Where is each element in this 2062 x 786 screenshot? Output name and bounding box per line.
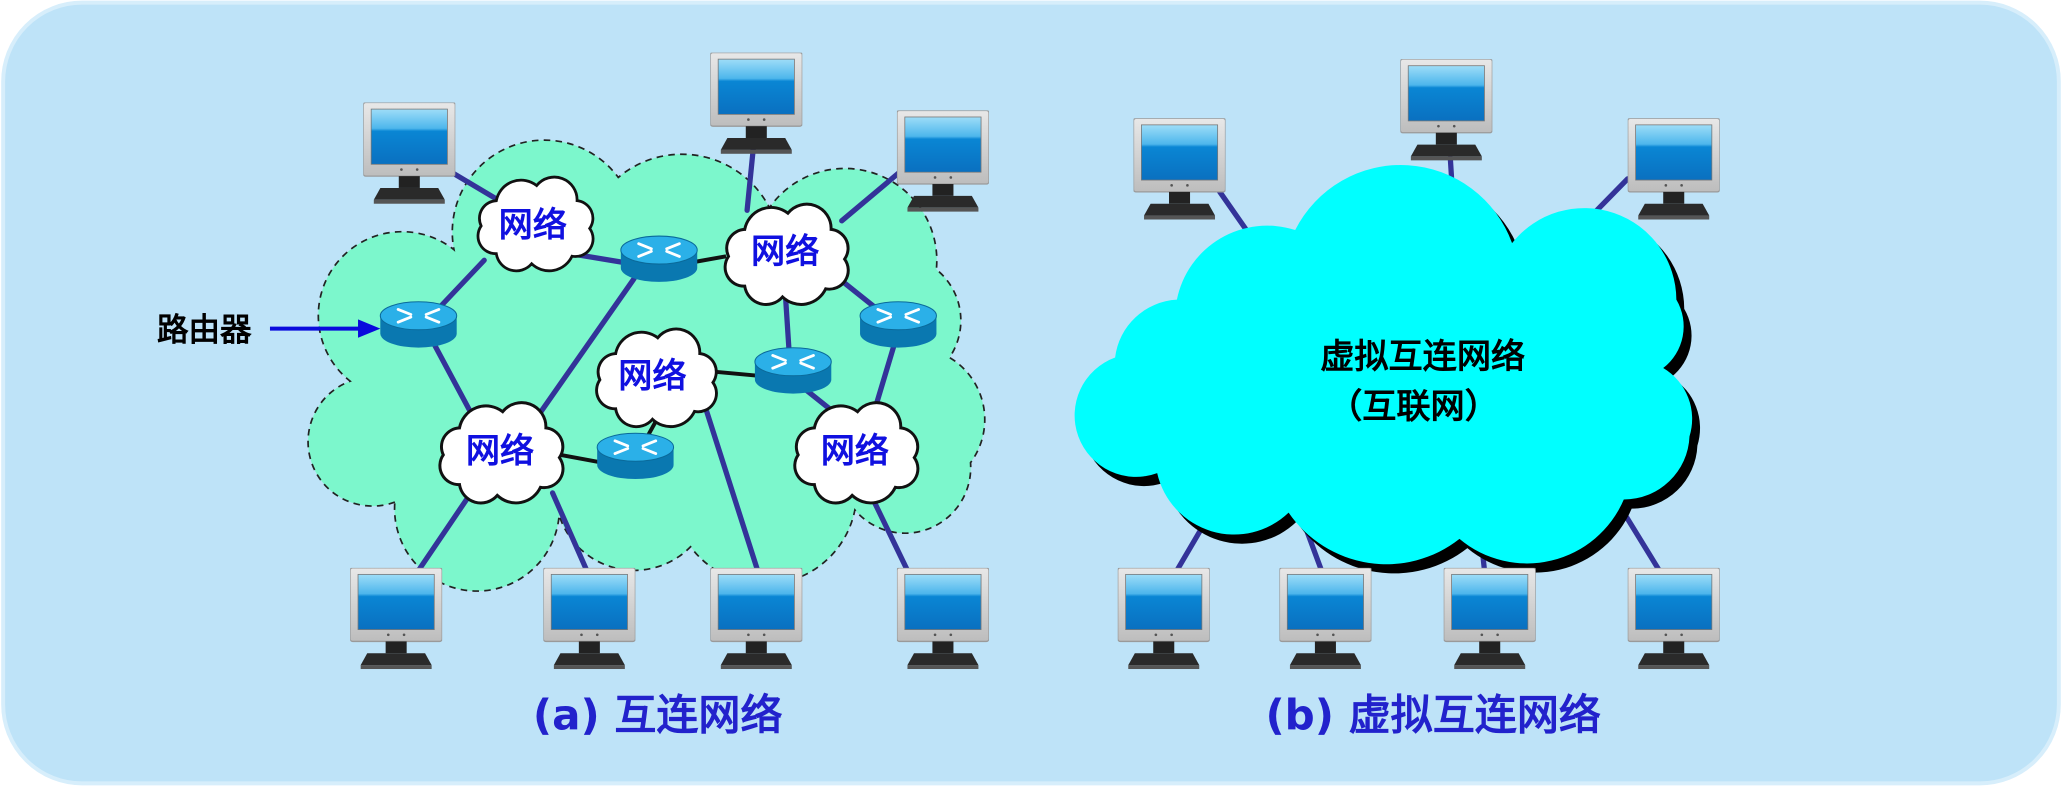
arrow-icon	[269, 319, 381, 338]
caption-a: (a) 互连网络	[533, 690, 783, 739]
router-icon	[858, 300, 938, 350]
virtual-network-diagram: 虚拟互连网络 （互联网） (b) 虚拟互连网络	[1074, 59, 1720, 739]
network-cloud: 网络	[793, 401, 920, 505]
router-label: 路由器	[157, 312, 252, 348]
caption-b: (b) 虚拟互连网络	[1265, 690, 1600, 739]
router-icon	[753, 346, 833, 396]
internet-cloud-title: 虚拟互连网络	[1320, 337, 1525, 377]
router-icon	[595, 431, 676, 481]
network-cloud: 网络	[438, 401, 565, 505]
router-icon	[619, 234, 699, 284]
router-icon	[378, 300, 459, 350]
svg-text:网络: 网络	[618, 357, 686, 397]
internet-cloud: 虚拟互连网络 （互联网）	[1074, 165, 1701, 574]
network-cloud: 网络	[723, 202, 850, 307]
svg-text:网络: 网络	[821, 432, 889, 472]
svg-text:网络: 网络	[499, 206, 567, 246]
internet-cloud-subtitle: （互联网）	[1328, 387, 1499, 427]
svg-text:网络: 网络	[751, 232, 819, 272]
svg-text:网络: 网络	[466, 432, 534, 472]
interconnect-diagram: 网络 网络 网络 网络 网络 路由器	[157, 53, 989, 739]
network-cloud: 网络	[476, 175, 595, 273]
network-cloud: 网络	[595, 327, 718, 429]
